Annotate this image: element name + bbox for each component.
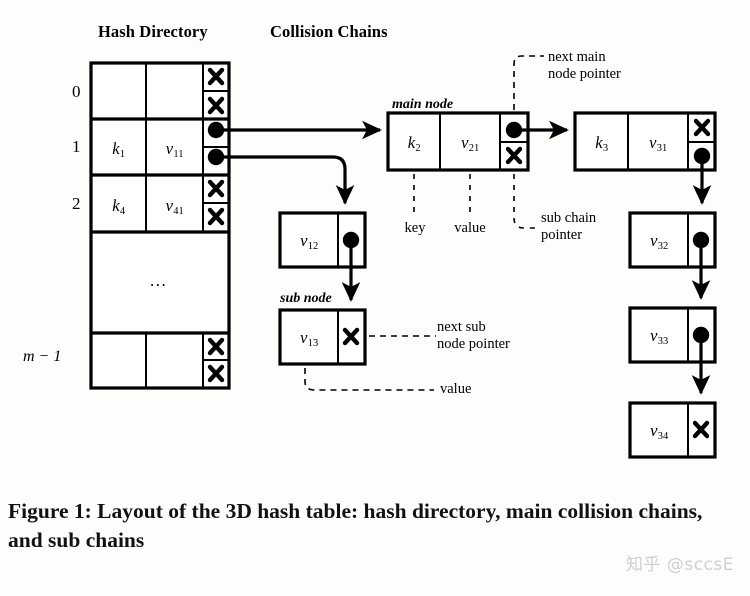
sub-node-v34-next-null	[692, 420, 710, 439]
sub-node-v33-value-base: v	[650, 326, 658, 345]
main-node-2-key-base: k	[595, 133, 603, 152]
dir-row0-bottom-null	[207, 96, 225, 115]
main-node-2-key-sub: 3	[602, 143, 609, 154]
dir-row1-value-sub: 11	[173, 149, 184, 160]
main-node-1-value-sub: 21	[468, 143, 480, 154]
sub-node-v12-value-sub: 12	[307, 241, 319, 252]
dir-row2-bottom-null	[207, 207, 225, 226]
annotation-next-main-node-pointer: next main node pointer	[548, 49, 658, 83]
dir-row1-key: k1	[91, 139, 146, 160]
leader-sub-value	[304, 368, 434, 391]
dir-row2-value-base: v	[165, 196, 173, 215]
dir-row1-value-base: v	[165, 139, 174, 158]
dir-row-label-0: 0	[72, 82, 81, 101]
annotation-next-sub-node-pointer-line1: next sub	[437, 319, 486, 335]
dir-row-label-1: 1	[72, 137, 81, 156]
sub-node-v33-value-sub: 33	[657, 336, 669, 347]
dir-row2-value-sub: 41	[173, 206, 184, 217]
sub-node-v12-value: v12	[280, 231, 338, 252]
sub-node-v13-value-base: v	[300, 328, 308, 347]
annotation-next-main-node-pointer-line2: node pointer	[548, 66, 621, 82]
dir-row2-key-base: k	[112, 196, 120, 215]
dir-row1-value: v11	[146, 139, 203, 160]
sub-node-v34-value-sub: 34	[657, 431, 669, 442]
sub-node-v32-value-sub: 32	[657, 241, 669, 252]
main-node-label: main node	[392, 97, 454, 112]
main-node-2-key: k3	[575, 133, 628, 154]
dir-row0-top-null	[207, 67, 225, 86]
annotation-next-sub-node-pointer-line2: node pointer	[437, 336, 510, 352]
dir-row-label-2: 2	[72, 194, 81, 213]
main-node-2-value-base: v	[649, 133, 657, 152]
dir-row1-key-sub: 1	[119, 149, 126, 160]
dir-ellipsis: ...	[150, 271, 168, 290]
hash-directory-table	[89, 61, 231, 390]
annotation-next-sub-node-pointer: next sub node pointer	[437, 319, 547, 353]
sub-node-v34	[628, 401, 717, 459]
annotation-sub-chain-pointer: sub chain pointer	[541, 210, 641, 244]
annotation-sub-chain-pointer-line1: sub chain	[541, 210, 597, 226]
sub-node-v13-next-null	[342, 327, 360, 346]
header-collision-chains: Collision Chains	[270, 22, 388, 41]
sub-node-v32-value: v32	[630, 231, 688, 252]
main-node-1-value: v21	[440, 133, 500, 154]
sub-node-v13	[278, 308, 367, 366]
sub-node-v34-value-base: v	[650, 421, 658, 440]
main-node-1-key-base: k	[407, 133, 416, 152]
figure-caption: Figure 1: Layout of the 3D hash table: h…	[8, 499, 703, 552]
sub-node-v32-value-base: v	[650, 231, 658, 250]
dir-row2-key-sub: 4	[119, 206, 126, 217]
dir-row2-key: k4	[91, 196, 146, 217]
arrow-dir-to-v12	[216, 155, 355, 205]
main-node-2	[573, 111, 717, 172]
sub-node-v34-value: v34	[630, 421, 688, 442]
annotation-next-main-node-pointer-line1: next main	[548, 49, 606, 65]
dir-row2-top-null	[207, 179, 225, 198]
annotation-key: key	[404, 220, 426, 236]
dir-row2-value: v41	[146, 196, 203, 217]
dir-row1-key-base: k	[112, 139, 120, 158]
main-node-1-key: k2	[388, 133, 440, 154]
dir-row-label-last: m − 1	[23, 348, 62, 365]
main-node-2-value: v31	[628, 133, 688, 154]
main-node-1-value-base: v	[461, 133, 469, 152]
main-node-1-key-sub: 2	[415, 143, 421, 154]
annotation-sub-value: value	[440, 381, 472, 397]
sub-node-v13-value-sub: 13	[307, 338, 319, 349]
sub-node-v12-value-base: v	[300, 231, 308, 250]
leader-next-main-node-pointer	[513, 55, 544, 110]
leader-sub-chain-pointer	[513, 174, 538, 229]
watermark: 知乎 @sccsE	[625, 555, 734, 575]
main-node-2-next-null	[693, 118, 711, 137]
sub-node-v33-value: v33	[630, 326, 688, 347]
sub-node-v13-value: v13	[280, 328, 338, 349]
main-node-1	[386, 111, 530, 172]
dir-rowlast-bottom-null	[207, 364, 225, 383]
annotation-value: value	[454, 220, 486, 236]
annotation-sub-chain-pointer-line2: pointer	[541, 227, 583, 243]
sub-node-label: sub node	[280, 291, 332, 306]
header-hash-directory: Hash Directory	[98, 22, 208, 41]
dir-rowlast-top-null	[207, 337, 225, 356]
main-node-1-subchain-null	[505, 146, 523, 165]
main-node-2-value-sub: 31	[656, 143, 668, 154]
